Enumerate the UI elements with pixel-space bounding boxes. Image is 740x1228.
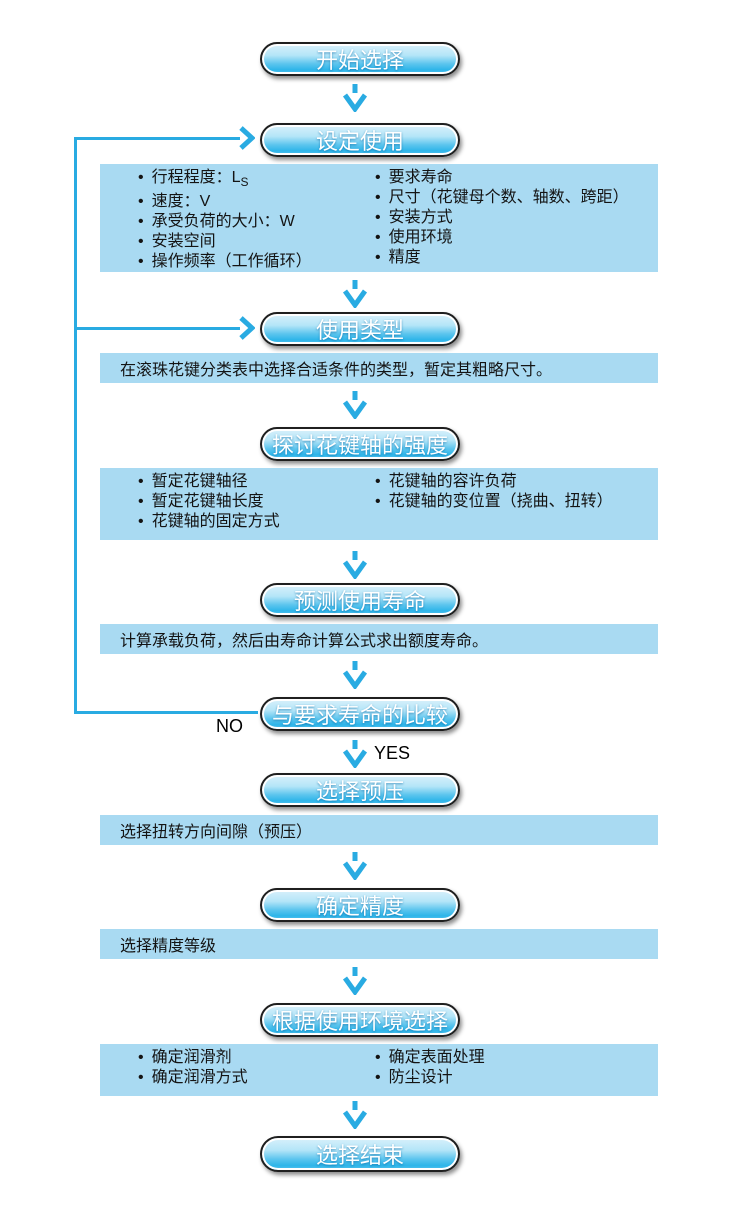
list-item: 使用环境	[375, 228, 629, 248]
flow-node-label: 选择结束	[315, 1143, 404, 1168]
note-select-preload: 选择扭转方向间隙（预压）	[100, 815, 658, 845]
flow-node-select-preload: 选择预压	[260, 773, 460, 807]
arrow-down-icon	[342, 967, 368, 997]
list-item: 承受负荷的大小：W	[138, 212, 375, 232]
note-usage-type: 在滚珠花键分类表中选择合适条件的类型，暂定其粗略尺寸。	[100, 353, 658, 383]
list-item: 花键轴的变位置（挠曲、扭转）	[375, 492, 613, 512]
flow-node-predict-life: 预测使用寿命	[260, 583, 460, 617]
flow-node-label: 确定精度	[315, 894, 404, 919]
flow-node-label: 预测使用寿命	[293, 589, 426, 614]
flow-node-label: 与要求寿命的比较	[271, 703, 448, 728]
list-item: 防尘设计	[375, 1068, 485, 1088]
note-predict-life: 计算承载负荷，然后由寿命计算公式求出额度寿命。	[100, 624, 658, 654]
list-item: 要求寿命	[375, 168, 629, 188]
list-item: 操作频率（工作循环）	[138, 252, 375, 272]
arrow-down-icon	[342, 1101, 368, 1131]
list-item: 行程程度：LS	[138, 168, 375, 192]
usage-conditions-panel: 行程程度：LS 速度：V 承受负荷的大小：W 安装空间 操作频率（工作循环） 要…	[100, 164, 658, 272]
shaft-strength-panel: 暂定花键轴径 暂定花键轴长度 花键轴的固定方式 花键轴的容许负荷 花键轴的变位置…	[100, 468, 658, 540]
flow-node-usage-type: 使用类型	[260, 312, 460, 346]
arrow-down-icon	[342, 84, 368, 114]
flow-node-label: 设定使用	[315, 129, 404, 154]
flow-node-label: 开始选择	[315, 48, 404, 73]
list-item: 确定润滑方式	[138, 1068, 375, 1088]
list-item: 确定表面处理	[375, 1048, 485, 1068]
flow-node-end: 选择结束	[260, 1136, 460, 1172]
flow-node-label: 探讨花键轴的强度	[271, 433, 448, 458]
flow-node-environment-selection: 根据使用环境选择	[260, 1003, 460, 1037]
flow-node-determine-accuracy: 确定精度	[260, 888, 460, 922]
flow-node-set-usage: 设定使用	[260, 123, 460, 157]
bullet-list: 花键轴的容许负荷 花键轴的变位置（挠曲、扭转）	[375, 472, 613, 536]
feedback-line-to-set-usage	[74, 137, 240, 140]
flow-node-label: 选择预压	[315, 779, 404, 804]
bullet-list: 确定润滑剂 确定润滑方式	[138, 1048, 375, 1092]
arrow-down-icon	[342, 661, 368, 691]
arrow-down-icon	[342, 740, 368, 770]
feedback-loop-vertical-line	[74, 138, 77, 714]
bullet-list: 要求寿命 尺寸（花键母个数、轴数、跨距） 安装方式 使用环境 精度	[375, 168, 629, 268]
list-item: 暂定花键轴长度	[138, 492, 375, 512]
environment-panel: 确定润滑剂 确定润滑方式 确定表面处理 防尘设计	[100, 1044, 658, 1096]
arrow-right-icon	[239, 125, 256, 151]
arrow-right-icon	[239, 315, 256, 341]
list-item: 花键轴的固定方式	[138, 512, 375, 532]
note-determine-accuracy: 选择精度等级	[100, 929, 658, 959]
yes-branch-label: YES	[374, 743, 411, 763]
arrow-down-icon	[342, 391, 368, 421]
bullet-list: 暂定花键轴径 暂定花键轴长度 花键轴的固定方式	[138, 472, 375, 536]
list-item: 速度：V	[138, 192, 375, 212]
arrow-down-icon	[342, 852, 368, 882]
list-item: 精度	[375, 248, 629, 268]
flow-node-label: 根据使用环境选择	[271, 1009, 448, 1034]
arrow-down-icon	[342, 551, 368, 581]
arrow-down-icon	[342, 280, 368, 310]
flow-node-label: 使用类型	[315, 318, 404, 343]
bullet-list: 确定表面处理 防尘设计	[375, 1048, 485, 1092]
feedback-line-to-usage-type	[74, 327, 240, 330]
no-branch-line	[74, 711, 258, 714]
list-item: 花键轴的容许负荷	[375, 472, 613, 492]
flow-node-start: 开始选择	[260, 42, 460, 76]
no-branch-label: NO	[216, 716, 243, 736]
list-item: 尺寸（花键母个数、轴数、跨距）	[375, 188, 629, 208]
flow-node-compare-life: 与要求寿命的比较	[260, 697, 460, 731]
list-item: 确定润滑剂	[138, 1048, 375, 1068]
list-item: 暂定花键轴径	[138, 472, 375, 492]
flow-node-shaft-strength: 探讨花键轴的强度	[260, 427, 460, 461]
list-item: 安装空间	[138, 232, 375, 252]
list-item: 安装方式	[375, 208, 629, 228]
bullet-list: 行程程度：LS 速度：V 承受负荷的大小：W 安装空间 操作频率（工作循环）	[138, 168, 375, 270]
